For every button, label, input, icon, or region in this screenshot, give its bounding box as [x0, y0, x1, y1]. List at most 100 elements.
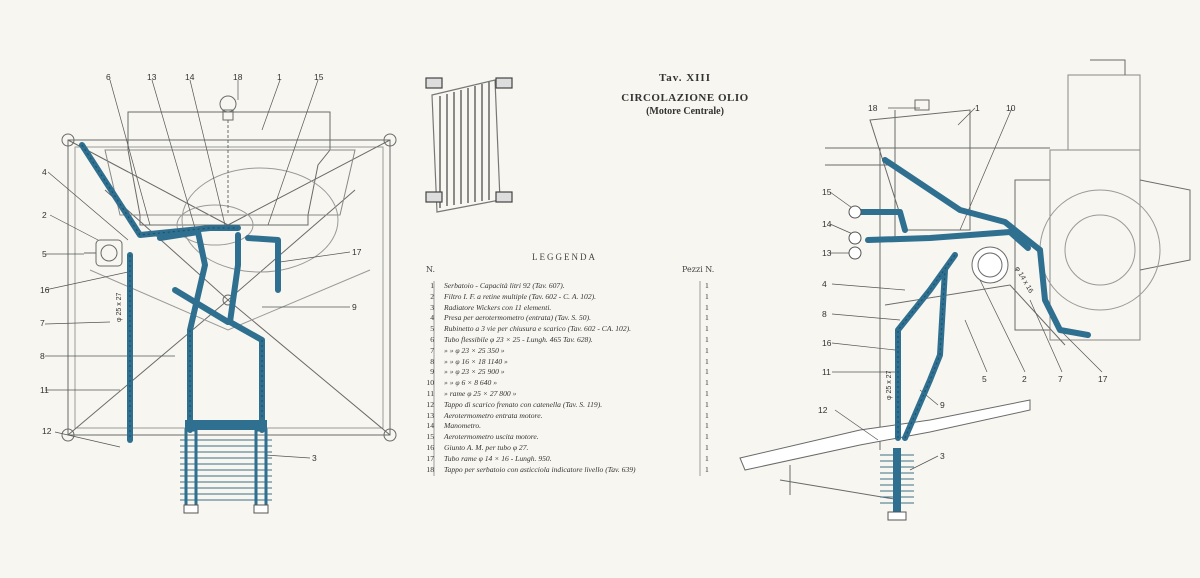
legend-row-number: 2	[430, 291, 434, 301]
left-callout-13: 13	[147, 72, 157, 82]
left-callout-9: 9	[352, 302, 357, 312]
legend-row: 4 Presa per aerotermometro (entrata) (Tav…	[420, 313, 720, 324]
legend-col-number: N.	[426, 265, 436, 274]
legend-row-number: 6	[430, 334, 434, 344]
legend-row-quantity: 1	[705, 281, 709, 290]
legend-row-quantity: 1	[705, 302, 709, 312]
legend-row-number: 18	[426, 464, 434, 474]
plate-title: CIRCOLAZIONE OLIO	[621, 92, 749, 104]
legend-row: 2 Filtro I. F. a retine multiple (Tav. 60…	[420, 292, 720, 303]
right-callout-7: 7	[1058, 374, 1063, 384]
right-callout-16: 16	[822, 338, 832, 348]
right-callout-1: 1	[975, 103, 980, 113]
legend-row-description: Radiatore Wickers con 11 elementi.	[444, 302, 552, 312]
plate-header: Tav. XIII CIRCOLAZIONE OLIO (Motore Cent…	[560, 72, 810, 117]
legend-row: 8» » φ 16 × 18 1140 »1	[420, 357, 720, 368]
legend-row: 7 » » φ 23 × 25 350 » 1	[420, 346, 720, 357]
left-callout-17: 17	[352, 247, 362, 257]
legend-row-description: » » φ 23 × 25 900 »	[444, 367, 505, 377]
legend-row-description: Aerotermometro uscita motore.	[444, 432, 539, 442]
legend-row-number: 7	[430, 345, 434, 355]
left-callout-4: 4	[42, 167, 47, 177]
legend-row-description: Rubinetto a 3 vie per chiusura e scarico…	[444, 324, 632, 334]
legend-row-number: 1	[430, 281, 434, 290]
right-callout-5: 5	[982, 374, 987, 384]
legend-row-quantity: 1	[705, 442, 709, 452]
left-callout-11: 11	[40, 385, 49, 395]
legend-row-description: Tappo per serbatoio con asticciola indic…	[444, 464, 636, 474]
legend-row-quantity: 1	[705, 313, 709, 323]
left-radiator	[180, 420, 272, 514]
radiator-sketch	[425, 77, 513, 213]
legend-row: 9» » φ 23 × 25 900 »1	[420, 367, 720, 378]
left-tube-mark: φ 25 x 27	[116, 292, 123, 322]
plate-subtitle: (Motore Centrale)	[646, 106, 724, 117]
legend-row-description: Serbatoio - Capacità litri 92 (Tav. 607)…	[444, 281, 565, 290]
legend-row: 16 Giunto A. M. per tubo φ 27. 1	[420, 443, 720, 454]
legend-row-quantity: 1	[705, 291, 709, 301]
right-callout-11: 11	[822, 367, 831, 377]
left-filter	[84, 239, 123, 267]
legend-row-number: 8	[430, 356, 434, 366]
legend-row: 10» » φ 6 × 8 640 »1	[420, 378, 720, 389]
left-callout-1: 1	[277, 72, 282, 82]
legend-row-number: 17	[426, 453, 434, 463]
left-callout-15: 15	[314, 72, 324, 82]
legend-col-pieces: Pezzi N.	[682, 265, 715, 274]
legend-row-number: 16	[426, 442, 434, 452]
right-oil-pipes	[857, 157, 1091, 441]
right-structure	[739, 59, 1191, 501]
right-callout-12: 12	[818, 405, 828, 415]
right-callout-9: 9	[940, 400, 945, 410]
right-callout-4: 4	[822, 279, 827, 289]
legend-row-quantity: 1	[705, 367, 709, 377]
legend-row-description: Filtro I. F. a retine multiple (Tav. 602…	[444, 291, 597, 301]
left-callout-8: 8	[40, 351, 45, 361]
legend-row-number: 11	[426, 388, 434, 398]
right-callout-18: 18	[868, 103, 878, 113]
legend-row-quantity: 1	[705, 399, 709, 409]
legend-row-number: 14	[426, 421, 434, 431]
left-callout-16: 16	[40, 285, 50, 295]
right-instruments	[848, 205, 862, 260]
legend-row-description: Tappo di scarico frenato con catenella (…	[444, 399, 603, 409]
legend-row-quantity: 1	[705, 334, 709, 344]
legend-row-description: Aerotermometro entrata motore.	[444, 410, 543, 420]
legend-row-description: Tubo flessibile φ 23 × 25 - Lungh. 465 T…	[444, 334, 593, 344]
legend-row-number: 3	[430, 302, 434, 312]
legend-row: 3 Radiatore Wickers con 11 elementi. 1	[420, 303, 720, 314]
legend-row-quantity: 1	[705, 324, 709, 334]
legend-row-description: » » φ 23 × 25 350 »	[444, 345, 505, 355]
legend-row-quantity: 1	[705, 464, 709, 474]
legend-row-number: 4	[430, 313, 434, 323]
right-callout-2: 2	[1022, 374, 1027, 384]
left-callout-3: 3	[312, 453, 317, 463]
legend-row-quantity: 1	[705, 345, 709, 355]
legend-row-description: » rame φ 25 × 27 800 »	[444, 388, 517, 398]
legend-row-description: » » φ 6 × 8 640 »	[444, 378, 497, 388]
legend-row-description: Tubo rame φ 14 × 16 - Lungh. 950.	[444, 453, 552, 463]
right-callout-10: 10	[1006, 103, 1016, 113]
right-callout-13: 13	[822, 248, 832, 258]
right-tube-mark-2: φ 14 x 16	[1013, 266, 1034, 295]
legend-row-number: 13	[426, 410, 434, 420]
left-callout-2: 2	[42, 210, 47, 220]
legend-row: 1 Serbatoio - Capacità litri 92 (Tav. 607…	[420, 281, 720, 292]
legend-row-description: Presa per aerotermometro (entrata) (Tav.…	[444, 313, 592, 323]
legend-row-description: Giunto A. M. per tubo φ 27.	[444, 442, 529, 452]
left-callout-14: 14	[185, 72, 195, 82]
left-oil-pipes	[79, 142, 281, 443]
legend-row-quantity: 1	[705, 378, 709, 388]
left-callout-12: 12	[42, 426, 52, 436]
left-callout-7: 7	[40, 318, 45, 328]
legend-row-number: 5	[430, 324, 434, 334]
right-callout-8: 8	[822, 309, 827, 319]
legend-row-quantity: 1	[705, 356, 709, 366]
legend-title: LEGGENDA	[532, 252, 597, 262]
legend-row-number: 15	[426, 432, 434, 442]
